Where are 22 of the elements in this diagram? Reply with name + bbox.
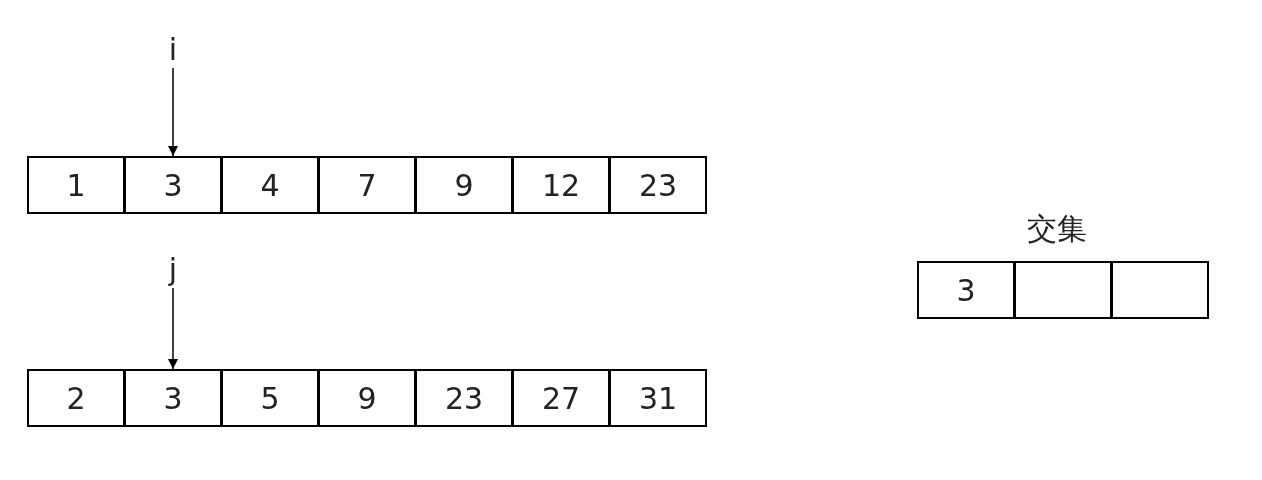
array-cell [1111, 261, 1209, 319]
array-cell [1014, 261, 1112, 319]
array-cell: 3 [124, 369, 222, 427]
array-cell: 9 [318, 369, 416, 427]
array-cell: 3 [917, 261, 1015, 319]
arrow [168, 67, 178, 157]
array-cell: 1 [27, 156, 125, 214]
array-cell: 31 [609, 369, 707, 427]
pointer-label: j [158, 250, 188, 288]
array-cell: 12 [512, 156, 610, 214]
array-cell: 27 [512, 369, 610, 427]
pointer-label: i [158, 30, 188, 68]
arrow [168, 287, 178, 370]
array-cell: 23 [415, 369, 513, 427]
array-cell: 23 [609, 156, 707, 214]
array-cell: 9 [415, 156, 513, 214]
array-cell: 7 [318, 156, 416, 214]
array-cell: 3 [124, 156, 222, 214]
array-cell: 4 [221, 156, 319, 214]
array-cell: 2 [27, 369, 125, 427]
array-title: 交集 [1027, 214, 1087, 244]
array-cell: 5 [221, 369, 319, 427]
